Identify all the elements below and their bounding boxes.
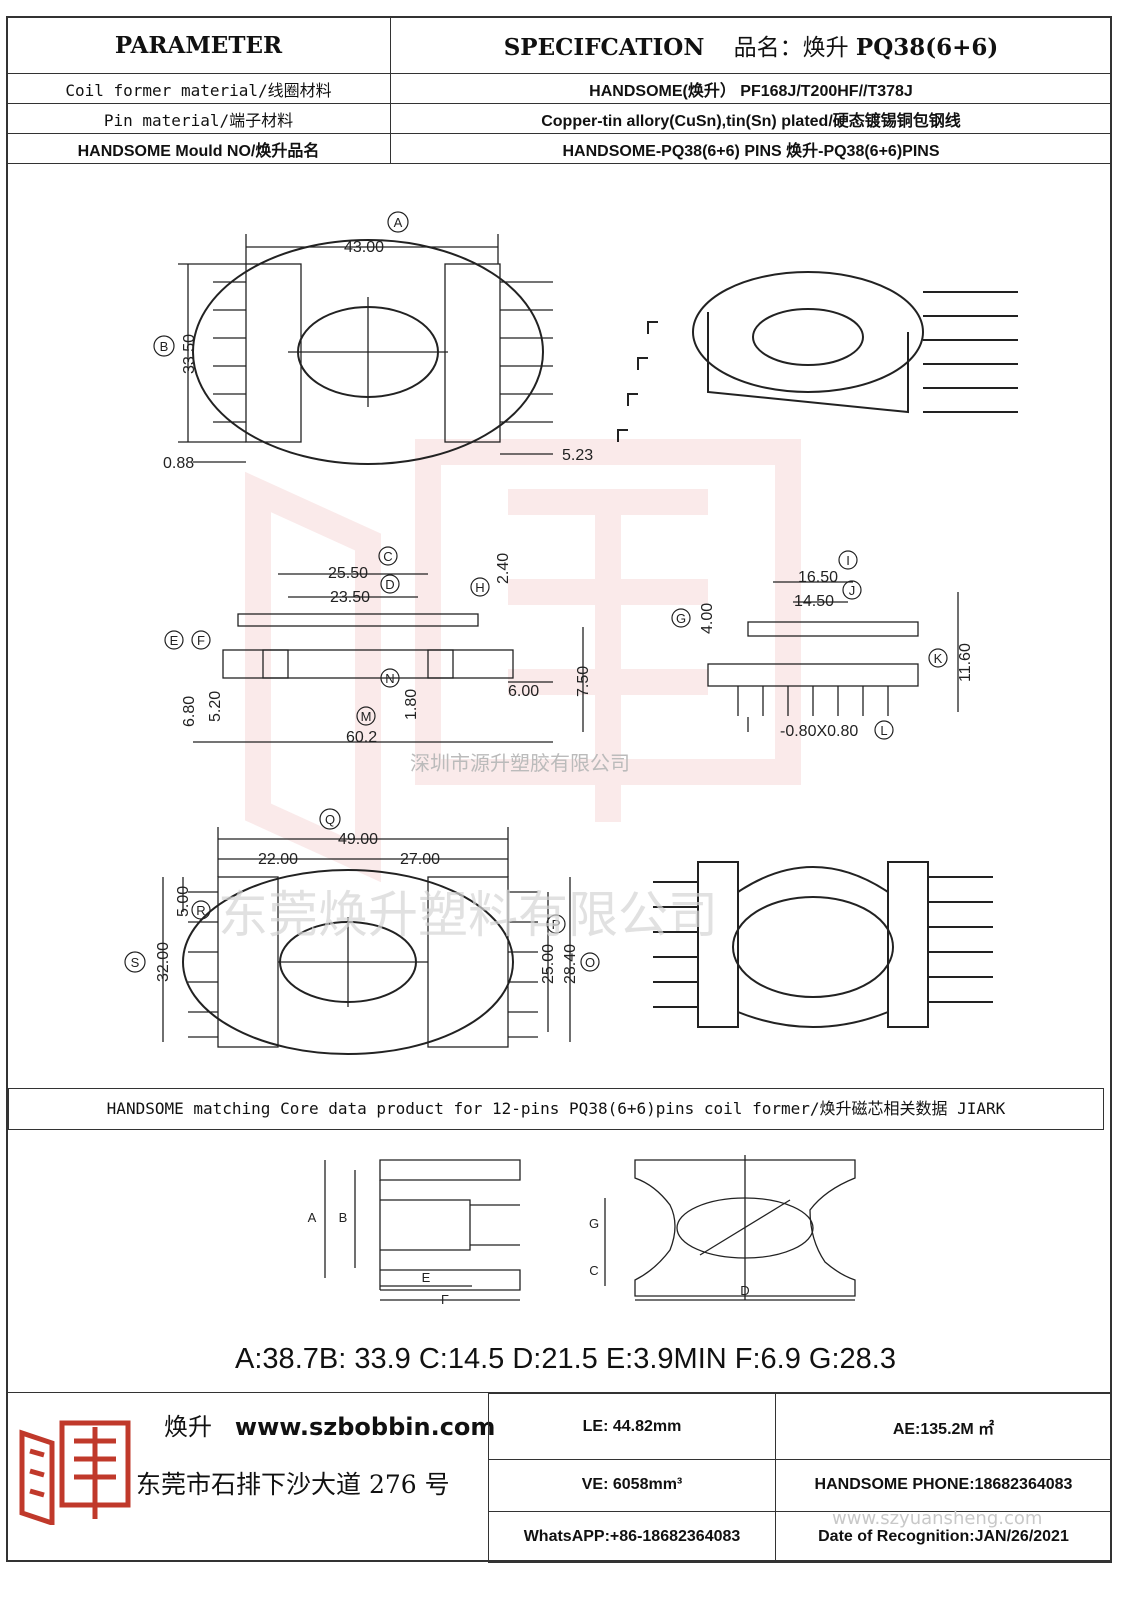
- watermark-logo: [245, 439, 801, 883]
- dim-height-1: 6.80: [181, 696, 198, 727]
- row-label-pin: Pin material/端子材料: [6, 103, 391, 134]
- dim-pin-out: 6.00: [508, 683, 539, 700]
- label-k: K: [934, 651, 943, 666]
- label-i: I: [846, 553, 850, 568]
- date-value: Date of Recognition:JAN/26/2021: [775, 1510, 1112, 1564]
- row-label-mould: HANDSOME Mould NO/焕升品名: [6, 133, 391, 164]
- core-label-g: G: [589, 1216, 599, 1231]
- core-data-line: A:38.7B: 33.9 C:14.5 D:21.5 E:3.9MIN F:6…: [235, 1343, 896, 1375]
- dim-right-value: 27.00: [400, 851, 440, 868]
- watermark-large: 东莞焕升塑料有限公司: [218, 886, 718, 944]
- dim-height-2: 5.20: [207, 691, 224, 722]
- watermark-company: 深圳市源升塑胶有限公司: [410, 751, 630, 775]
- label-p: P: [552, 917, 561, 932]
- dim-b-value: 33.50: [181, 334, 198, 374]
- footer: 焕升 www.szbobbin.com 东莞市石排下沙大道 276 号 LE: …: [6, 1392, 1112, 1564]
- dim-c-value: 25.50: [328, 565, 368, 582]
- label-q: Q: [325, 812, 335, 827]
- bottom-view: 49.00 Q 22.00 27.00 5.00 R 32.00 S 25.00…: [124, 808, 600, 1055]
- footer-brand: 焕升 www.szbobbin.com: [164, 1407, 495, 1442]
- dim-left-value: 22.00: [258, 851, 298, 868]
- dim-i-value: 16.50: [798, 569, 838, 586]
- whatsapp-value: WhatsAPP:+86-18682364083: [488, 1510, 776, 1564]
- label-e: E: [170, 633, 179, 648]
- label-f: F: [197, 633, 205, 648]
- label-s: S: [131, 955, 140, 970]
- handsome-logo-icon: [19, 1420, 131, 1525]
- dim-n-value: 1.80: [403, 689, 420, 720]
- dim-l-value: -0.80X0.80: [780, 723, 858, 740]
- brand-cn: 焕升: [164, 1413, 212, 1441]
- dim-k-value: 11.60: [957, 643, 974, 682]
- footer-info-table: LE: 44.82mm AE:135.2M ㎡ VE: 6058mm³ HAND…: [488, 1392, 1112, 1564]
- row-value-coil: HANDSOME(焕升） PF168J/T200HF//T378J: [390, 73, 1112, 104]
- spec-label: SPECIFCATION: [503, 34, 705, 61]
- le-value: LE: 44.82mm: [488, 1392, 776, 1461]
- label-h: H: [475, 580, 484, 595]
- dim-m-value: 60.2: [346, 729, 377, 746]
- row-label-coil: Coil former material/线圈材料: [6, 73, 391, 104]
- dim-r-value: 5.00: [175, 886, 192, 917]
- iso-view-top: [617, 271, 1018, 442]
- technical-drawing: 43.00 A 33.50 B 0.88 5.23 25.50 C 23.50 …: [124, 211, 1018, 1055]
- label-m: M: [361, 709, 372, 724]
- footer-address: 东莞市石排下沙大道 276 号: [136, 1470, 450, 1499]
- core-label-c: C: [589, 1263, 598, 1278]
- parameter-heading: PARAMETER: [6, 16, 391, 74]
- label-d: D: [385, 577, 394, 592]
- dim-pin-length: 5.23: [562, 447, 593, 464]
- ae-value: AE:135.2M ㎡: [775, 1392, 1112, 1461]
- product-model: PQ38(6+6): [855, 34, 999, 61]
- core-label-a: A: [308, 1210, 317, 1225]
- label-g: G: [676, 611, 686, 626]
- dim-d-value: 23.50: [330, 589, 370, 606]
- label-r: R: [196, 903, 205, 918]
- product-name-prefix: 品名：焕升: [733, 35, 849, 61]
- core-label-b: B: [339, 1210, 348, 1225]
- website-link[interactable]: www.szbobbin.com: [234, 1413, 496, 1441]
- dim-s-value: 32.00: [155, 942, 172, 982]
- spec-header-table: PARAMETER SPECIFCATION 品名：焕升 PQ38(6+6) C…: [6, 16, 1112, 164]
- label-b: B: [160, 339, 169, 354]
- core-label-f: F: [441, 1292, 449, 1307]
- label-j: J: [849, 583, 856, 598]
- row-value-pin: Copper-tin allory(CuSn),tin(Sn) plated/硬…: [390, 103, 1112, 134]
- watermark-url: www.szyuansheng.com: [832, 1508, 1043, 1529]
- dim-g-value: 4.00: [699, 603, 716, 634]
- ve-value: VE: 6058mm³: [488, 1459, 776, 1512]
- dim-q-value: 49.00: [338, 831, 378, 848]
- label-l: L: [880, 723, 887, 738]
- label-o: O: [585, 955, 595, 970]
- core-drawing: A B E F G C D: [308, 1155, 856, 1307]
- core-data-title: HANDSOME matching Core data product for …: [8, 1088, 1104, 1130]
- dim-side-height: 7.50: [575, 666, 592, 697]
- label-c: C: [383, 549, 392, 564]
- top-view: 43.00 A 33.50 B 0.88 5.23: [153, 211, 593, 472]
- label-n: N: [385, 671, 394, 686]
- core-label-d: D: [740, 1283, 749, 1298]
- label-a: A: [394, 215, 403, 230]
- dim-pin-offset: 0.88: [163, 455, 194, 472]
- dim-a-value: 43.00: [344, 239, 384, 256]
- row-value-mould: HANDSOME-PQ38(6+6) PINS 焕升-PQ38(6+6)PINS: [390, 133, 1112, 164]
- phone-value: HANDSOME PHONE:18682364083: [775, 1459, 1112, 1512]
- dim-h-value: 2.40: [495, 553, 512, 584]
- dim-p-value: 25.00: [540, 944, 557, 984]
- core-label-e: E: [422, 1270, 431, 1285]
- end-view: [707, 581, 959, 732]
- spec-heading: SPECIFCATION 品名：焕升 PQ38(6+6): [390, 16, 1112, 74]
- dim-j-value: 14.50: [794, 593, 834, 610]
- iso-view-bottom: [653, 861, 993, 1028]
- dim-o-value: 28.40: [562, 944, 579, 984]
- side-view: [193, 573, 584, 743]
